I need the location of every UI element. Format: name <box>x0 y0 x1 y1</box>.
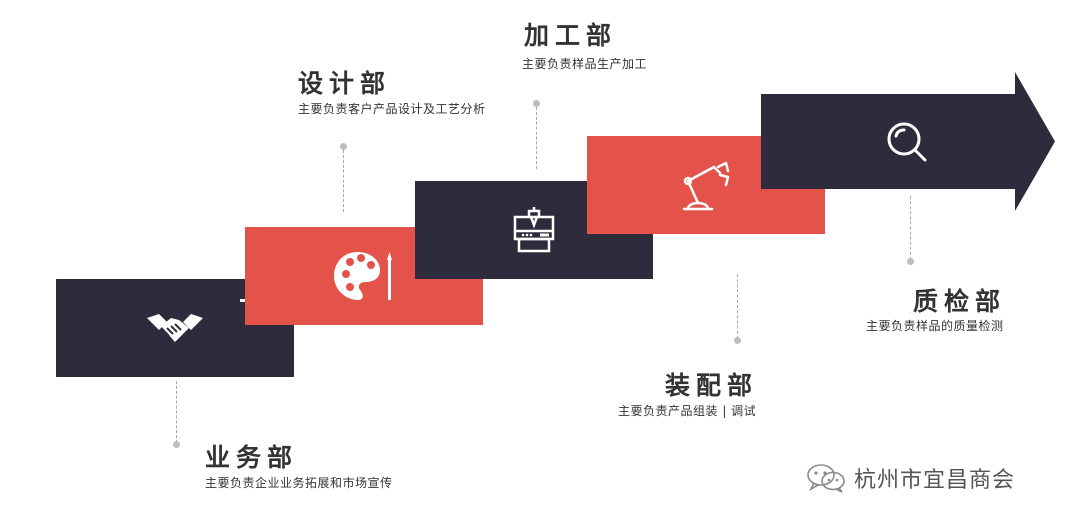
handshake-icon <box>145 308 205 348</box>
connector-business <box>176 381 177 443</box>
title-assembly: 装配部 <box>665 371 759 400</box>
desc-business: 主要负责企业业务拓展和市场宣传 <box>205 476 393 490</box>
connector-design <box>343 150 344 212</box>
title-processing: 加工部 <box>524 21 618 50</box>
wechat-icon <box>806 462 846 494</box>
magnifier-icon <box>885 120 929 164</box>
connector-dot-assembly <box>734 337 741 344</box>
connector-qc <box>910 196 911 260</box>
machine-icon <box>511 205 557 255</box>
connector-dot-processing <box>533 100 540 107</box>
watermark-text: 杭州市宜昌商会 <box>854 468 1016 493</box>
desc-assembly: 主要负责产品组装 | 调试 <box>618 404 757 418</box>
robot-arm-icon <box>678 157 734 213</box>
palette-icon <box>332 248 396 304</box>
connector-processing <box>536 107 537 169</box>
title-qc: 质检部 <box>913 287 1007 316</box>
desc-processing: 主要负责样品生产加工 <box>522 57 648 71</box>
connector-dot-design <box>340 143 347 150</box>
title-design: 设计部 <box>298 69 392 98</box>
small-marker <box>240 299 249 302</box>
title-business: 业务部 <box>205 443 299 472</box>
connector-dot-qc <box>907 258 914 265</box>
desc-qc: 主要负责样品的质量检测 <box>866 319 1004 333</box>
watermark: 杭州市宜昌商会 <box>806 458 1015 498</box>
desc-design: 主要负责客户产品设计及工艺分析 <box>298 102 486 116</box>
step-qc <box>761 72 1055 211</box>
connector-assembly <box>737 274 738 339</box>
connector-dot-business <box>173 441 180 448</box>
